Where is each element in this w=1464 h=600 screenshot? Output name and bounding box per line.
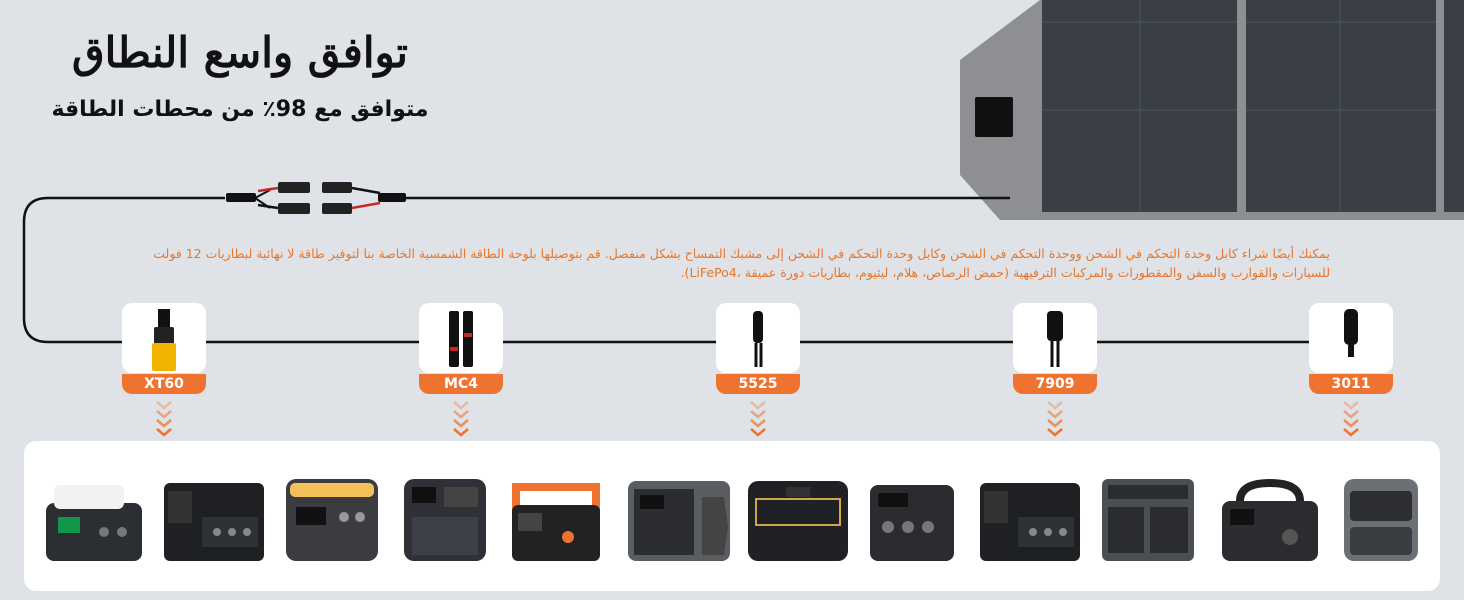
chevron-down-icon xyxy=(453,401,469,437)
connector-mc4: MC4 xyxy=(419,303,503,394)
page-title: توافق واسع النطاق xyxy=(72,28,408,77)
description-text: يمكنك أيضًا شراء كابل وحدة التحكم في الش… xyxy=(120,244,1330,282)
power-stations-row xyxy=(24,441,1440,591)
power-station-7-image xyxy=(748,481,848,561)
description-line-2: للسيارات والقوارب والسفن والمقطورات والم… xyxy=(680,265,1330,280)
xt60-plug-icon xyxy=(152,309,176,371)
connector-label: MC4 xyxy=(419,374,503,394)
connector-label: 7909 xyxy=(1013,374,1097,394)
mc4-plug-icon xyxy=(449,311,473,367)
power-station-10-image xyxy=(1102,479,1194,561)
connector-xt60: XT60 xyxy=(122,303,206,394)
description-line-1: يمكنك أيضًا شراء كابل وحدة التحكم في الش… xyxy=(153,246,1330,261)
chevron-down-icon xyxy=(750,401,766,437)
power-station-3-image xyxy=(286,479,378,561)
power-station-8-image xyxy=(870,485,954,561)
power-station-2-image xyxy=(164,483,264,561)
dc5525-plug-icon xyxy=(753,311,763,367)
dc3011-plug-icon xyxy=(1344,309,1358,357)
power-station-9-image xyxy=(980,483,1080,561)
connector-5525: 5525 xyxy=(716,303,800,394)
power-station-6-image xyxy=(628,481,730,561)
power-station-4-image xyxy=(404,479,486,561)
power-station-5-image xyxy=(512,483,600,561)
chevron-down-icon xyxy=(1343,401,1359,437)
connector-label: XT60 xyxy=(122,374,206,394)
connector-3011: 3011 xyxy=(1309,303,1393,394)
power-station-1-image xyxy=(46,485,142,561)
connector-label: 5525 xyxy=(716,374,800,394)
page-subtitle: متوافق مع 98٪ من محطات الطاقة xyxy=(51,97,429,122)
connector-7909: 7909 xyxy=(1013,303,1097,394)
power-station-12-image xyxy=(1344,479,1418,561)
chevron-down-icon xyxy=(1047,401,1063,437)
power-station-11-image xyxy=(1222,478,1318,561)
connector-label: 3011 xyxy=(1309,374,1393,394)
dc7909-plug-icon xyxy=(1047,311,1063,367)
solar-panel-image xyxy=(960,0,1464,220)
chevron-down-icon xyxy=(156,401,172,437)
